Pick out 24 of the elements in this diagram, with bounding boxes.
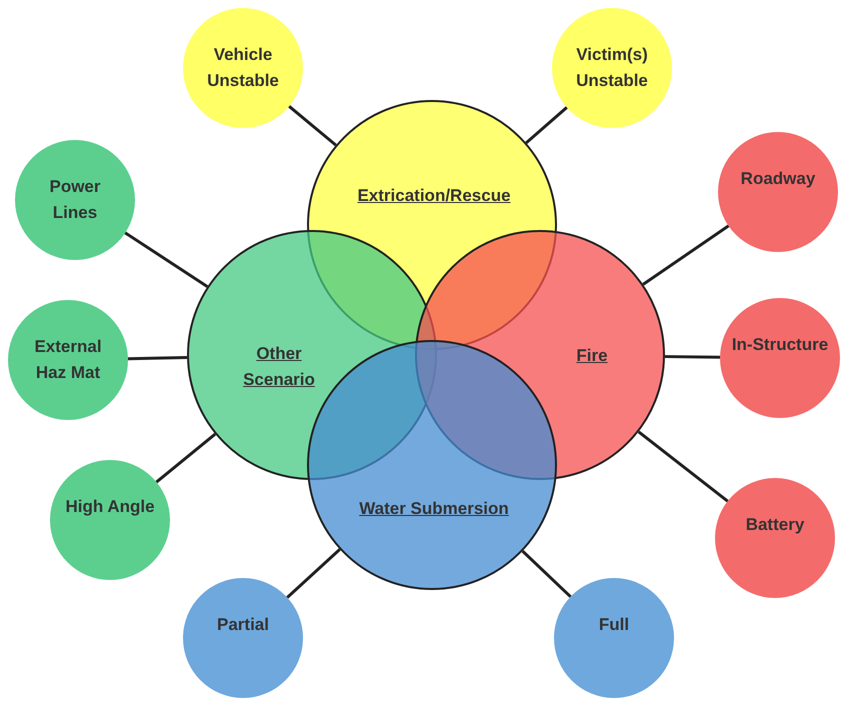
connector-line (156, 432, 216, 484)
connector-line (288, 105, 337, 146)
connector-line (522, 550, 572, 598)
factor-label: External Haz Mat (33, 336, 103, 384)
factor-label: Battery (744, 514, 806, 536)
connector-line (638, 430, 729, 502)
factor-label: Victim(s) Unstable (575, 44, 649, 92)
category-label: Extrication/Rescue (356, 185, 512, 207)
factor-label: In-Structure (730, 334, 830, 356)
factor-label: Vehicle Unstable (206, 44, 280, 92)
category-label: Other Scenario (242, 343, 316, 391)
connector-line (124, 232, 208, 288)
connector-line (286, 548, 341, 599)
factor-label: Power Lines (48, 176, 102, 224)
connector-line (664, 355, 720, 359)
connector-line (128, 356, 188, 360)
connector-line (525, 106, 568, 144)
factor-label: Roadway (740, 168, 816, 190)
factor-label: Partial (216, 614, 270, 636)
factor-label: Full (598, 614, 630, 636)
category-label: Fire (575, 345, 609, 367)
factor-label: High Angle (64, 496, 156, 518)
category-label: Water Submersion (358, 498, 510, 520)
connector-line (642, 224, 730, 286)
